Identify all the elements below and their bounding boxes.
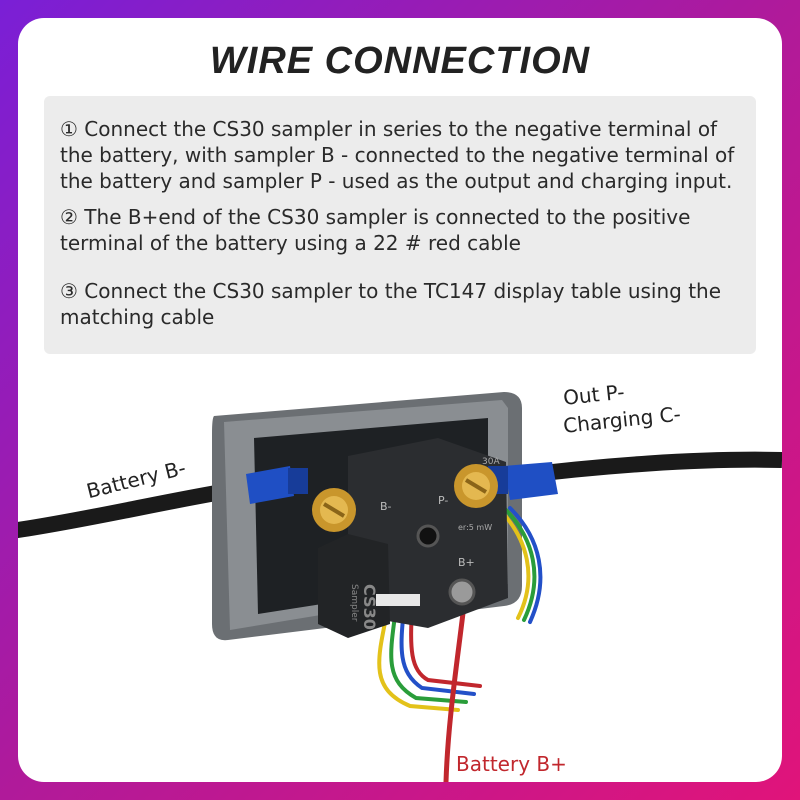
output-cable: [517, 451, 782, 484]
page-title: WIRE CONNECTION: [209, 40, 591, 82]
battery-positive-label: Battery B+: [456, 752, 567, 776]
instruction-step-3: ③ Connect the CS30 sampler to the TC147 …: [60, 278, 740, 330]
step-number: ②: [60, 205, 78, 229]
terminal-b-minus-label: B-: [380, 500, 392, 513]
step-number: ①: [60, 117, 78, 141]
step-number: ③: [60, 279, 78, 303]
step-text: The B+end of the CS30 sampler is connect…: [60, 205, 691, 255]
b-plus-screw: [448, 578, 476, 606]
instruction-step-1: ① Connect the CS30 sampler in series to …: [60, 116, 740, 194]
sampler-sub-label: Sampler: [349, 584, 359, 622]
blue-terminal-left: [246, 466, 308, 504]
brass-bolt-right: [454, 464, 498, 508]
brass-bolt-left: [312, 488, 356, 532]
step-text: Connect the CS30 sampler to the TC147 di…: [60, 279, 722, 329]
device-illustration: B- P- B+ 30A er:5 mW CS30 Sampler: [18, 392, 782, 782]
display-rating: 30A: [482, 457, 500, 467]
sampler-model-label: CS30: [360, 584, 379, 630]
instruction-step-2: ② The B+end of the CS30 sampler is conne…: [60, 204, 740, 256]
wiring-illustration: B- P- B+ 30A er:5 mW CS30 Sampler Batter…: [18, 358, 782, 782]
content-card: WIRE CONNECTION ① Connect the CS30 sampl…: [18, 18, 782, 782]
terminal-b-plus-label: B+: [458, 556, 475, 569]
instructions-panel: ① Connect the CS30 sampler in series to …: [44, 96, 756, 354]
step-text: Connect the CS30 sampler in series to th…: [60, 117, 735, 193]
display-power: er:5 mW: [458, 523, 492, 532]
terminal-p-minus-label: P-: [438, 494, 448, 507]
connector-plug: [376, 594, 420, 606]
mount-screw: [416, 524, 440, 548]
